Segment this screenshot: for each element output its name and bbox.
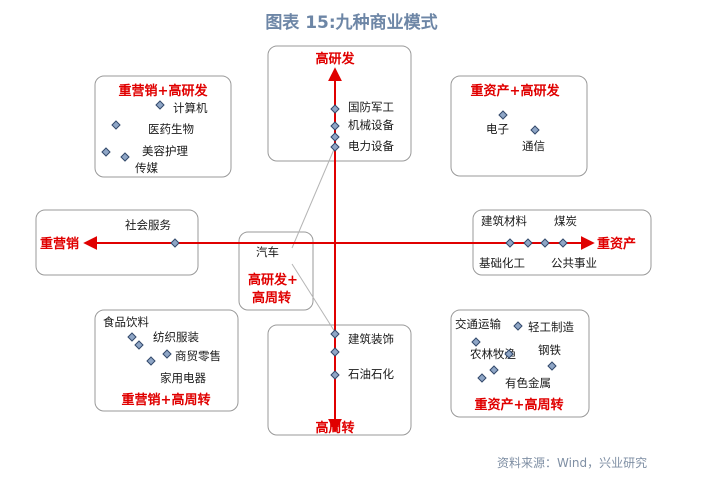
sector-marker (471, 337, 481, 347)
sector-label: 电力设备 (348, 139, 394, 153)
sector-marker (101, 147, 111, 157)
sector-marker (330, 329, 340, 339)
sector-label: 传媒 (135, 161, 158, 175)
center-label-line1: 高研发+ (248, 272, 298, 288)
sector-marker (155, 100, 165, 110)
sector-marker (547, 361, 557, 371)
label-top-left: 重营销+高研发 (119, 83, 209, 99)
sector-marker (330, 121, 340, 131)
sector-label: 国防军工 (348, 100, 394, 114)
sector-label: 美容护理 (142, 144, 188, 158)
sector-label: 轻工制造 (528, 320, 574, 334)
axis-label-left: 重营销 (40, 236, 79, 252)
sector-label: 石油石化 (348, 367, 394, 381)
sector-marker (162, 349, 172, 359)
sector-label: 家用电器 (160, 371, 206, 385)
label-top-right: 重资产+高研发 (471, 83, 561, 99)
box-top-right (450, 75, 588, 177)
source-note: 资料来源：Wind，兴业研究 (497, 456, 648, 470)
leader-line (291, 146, 336, 249)
sector-label: 机械设备 (348, 118, 394, 132)
sector-marker (558, 238, 568, 248)
sector-marker (523, 238, 533, 248)
sector-label: 计算机 (173, 101, 208, 115)
sector-marker (489, 365, 499, 375)
sector-label: 社会服务 (125, 218, 171, 232)
sector-label: 食品饮料 (103, 315, 149, 329)
sector-label: 基础化工 (479, 256, 525, 270)
sector-marker (330, 104, 340, 114)
sector-marker (330, 132, 340, 142)
axis-label-bottom: 高周转 (315, 420, 354, 436)
sector-marker (330, 347, 340, 357)
leader-line (291, 263, 336, 333)
box-bottom-right (450, 309, 590, 418)
sector-marker (330, 370, 340, 380)
label-bottom-left: 重营销+高周转 (122, 392, 211, 408)
sector-marker (134, 340, 144, 350)
sector-marker (111, 120, 121, 130)
sector-label: 农林牧渔 (470, 347, 516, 361)
sector-label: 通信 (522, 139, 545, 153)
sector-label: 钢铁 (538, 343, 561, 357)
label-bottom-right: 重资产+高周转 (475, 397, 564, 413)
axis-label-right: 重资产 (597, 236, 636, 252)
sector-label: 公共事业 (551, 256, 597, 270)
sector-marker (477, 373, 487, 383)
sector-label: 建筑装饰 (348, 332, 394, 346)
box-center (238, 231, 314, 311)
sector-markers (101, 100, 568, 383)
sector-label: 电子 (486, 122, 509, 136)
box-top-left (94, 75, 232, 178)
sector-label: 汽车 (256, 245, 279, 259)
sector-label: 交通运输 (455, 317, 501, 331)
sector-label: 煤炭 (554, 214, 577, 228)
sector-marker (504, 349, 514, 359)
sector-marker (530, 125, 540, 135)
sector-label: 有色金属 (505, 376, 551, 390)
sector-label: 建筑材料 (481, 214, 527, 228)
sector-marker (146, 356, 156, 366)
sector-marker (513, 321, 523, 331)
sector-marker (540, 238, 550, 248)
sector-label: 纺织服装 (153, 330, 199, 344)
sector-marker (127, 332, 137, 342)
sector-marker (330, 142, 340, 152)
sector-marker (120, 152, 130, 162)
sector-label: 医药生物 (148, 122, 194, 136)
sector-marker (505, 238, 515, 248)
sector-marker (170, 238, 180, 248)
sector-marker (498, 110, 508, 120)
center-label-line2: 高周转 (252, 290, 291, 306)
sector-label: 商贸零售 (175, 349, 221, 363)
axis-label-top: 高研发 (315, 51, 355, 67)
chart-title: 图表 15:九种商业模式 (265, 13, 438, 33)
